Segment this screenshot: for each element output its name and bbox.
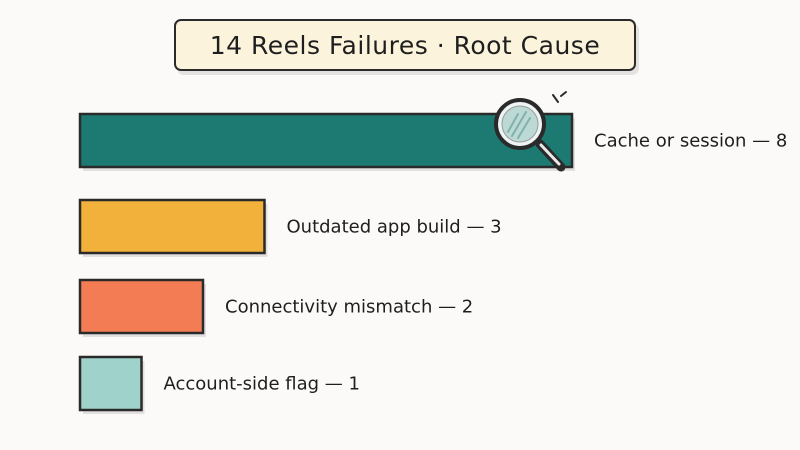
bar-label-3: Connectivity mismatch — 2 bbox=[225, 297, 473, 318]
bar-label-4: Account-side flag — 1 bbox=[164, 374, 360, 395]
bar-1 bbox=[78, 112, 574, 169]
bar-4 bbox=[78, 355, 143, 412]
bars-layer bbox=[78, 112, 575, 414]
bar-label-1: Cache or session — 8 bbox=[594, 131, 787, 152]
chart-title-box: 14 Reels Failures · Root Cause bbox=[174, 19, 636, 71]
bar-label-2: Outdated app build — 3 bbox=[287, 217, 502, 238]
labels-layer: Cache or session — 8 Outdated app build —… bbox=[164, 131, 788, 395]
bar-2 bbox=[78, 198, 266, 255]
magnifying-glass-icon bbox=[494, 91, 567, 172]
bar-3 bbox=[78, 278, 205, 335]
chart-title: 14 Reels Failures · Root Cause bbox=[209, 30, 601, 60]
